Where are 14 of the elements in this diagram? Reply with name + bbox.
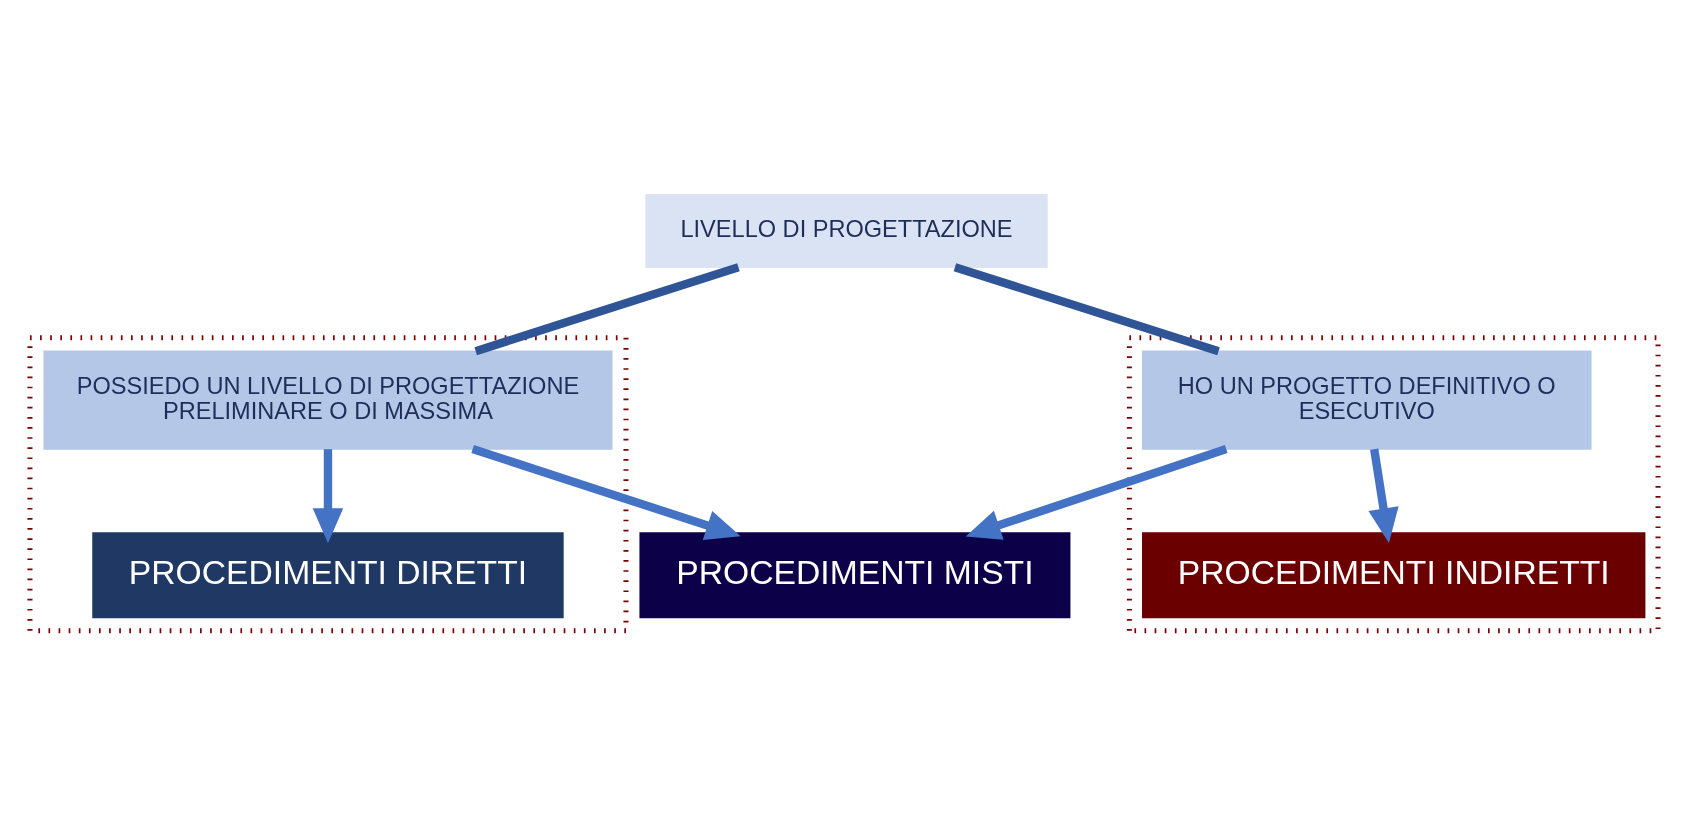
node-box: HO UN PROGETTO DEFINITIVO O ESECUTIVO	[1142, 350, 1592, 450]
arrow	[312, 449, 344, 544]
cluster	[27, 335, 629, 634]
node-box: POSSIEDO UN LIVELLO DI PROGETTAZIONE PRELIMINARE O DI MASSIMA	[43, 350, 613, 450]
cluster	[1126, 335, 1661, 634]
arrow	[965, 445, 1228, 540]
node-box: PROCEDIMENTI MISTI	[639, 532, 1071, 619]
arrow	[1368, 448, 1399, 544]
node-box: PROCEDIMENTI DIRETTI	[92, 532, 564, 619]
connector	[953, 263, 1220, 356]
connector	[474, 263, 740, 356]
arrow	[471, 444, 741, 540]
node-box: PROCEDIMENTI INDIRETTI	[1142, 532, 1646, 619]
node-box: LIVELLO DI PROGETTAZIONE	[645, 193, 1048, 268]
